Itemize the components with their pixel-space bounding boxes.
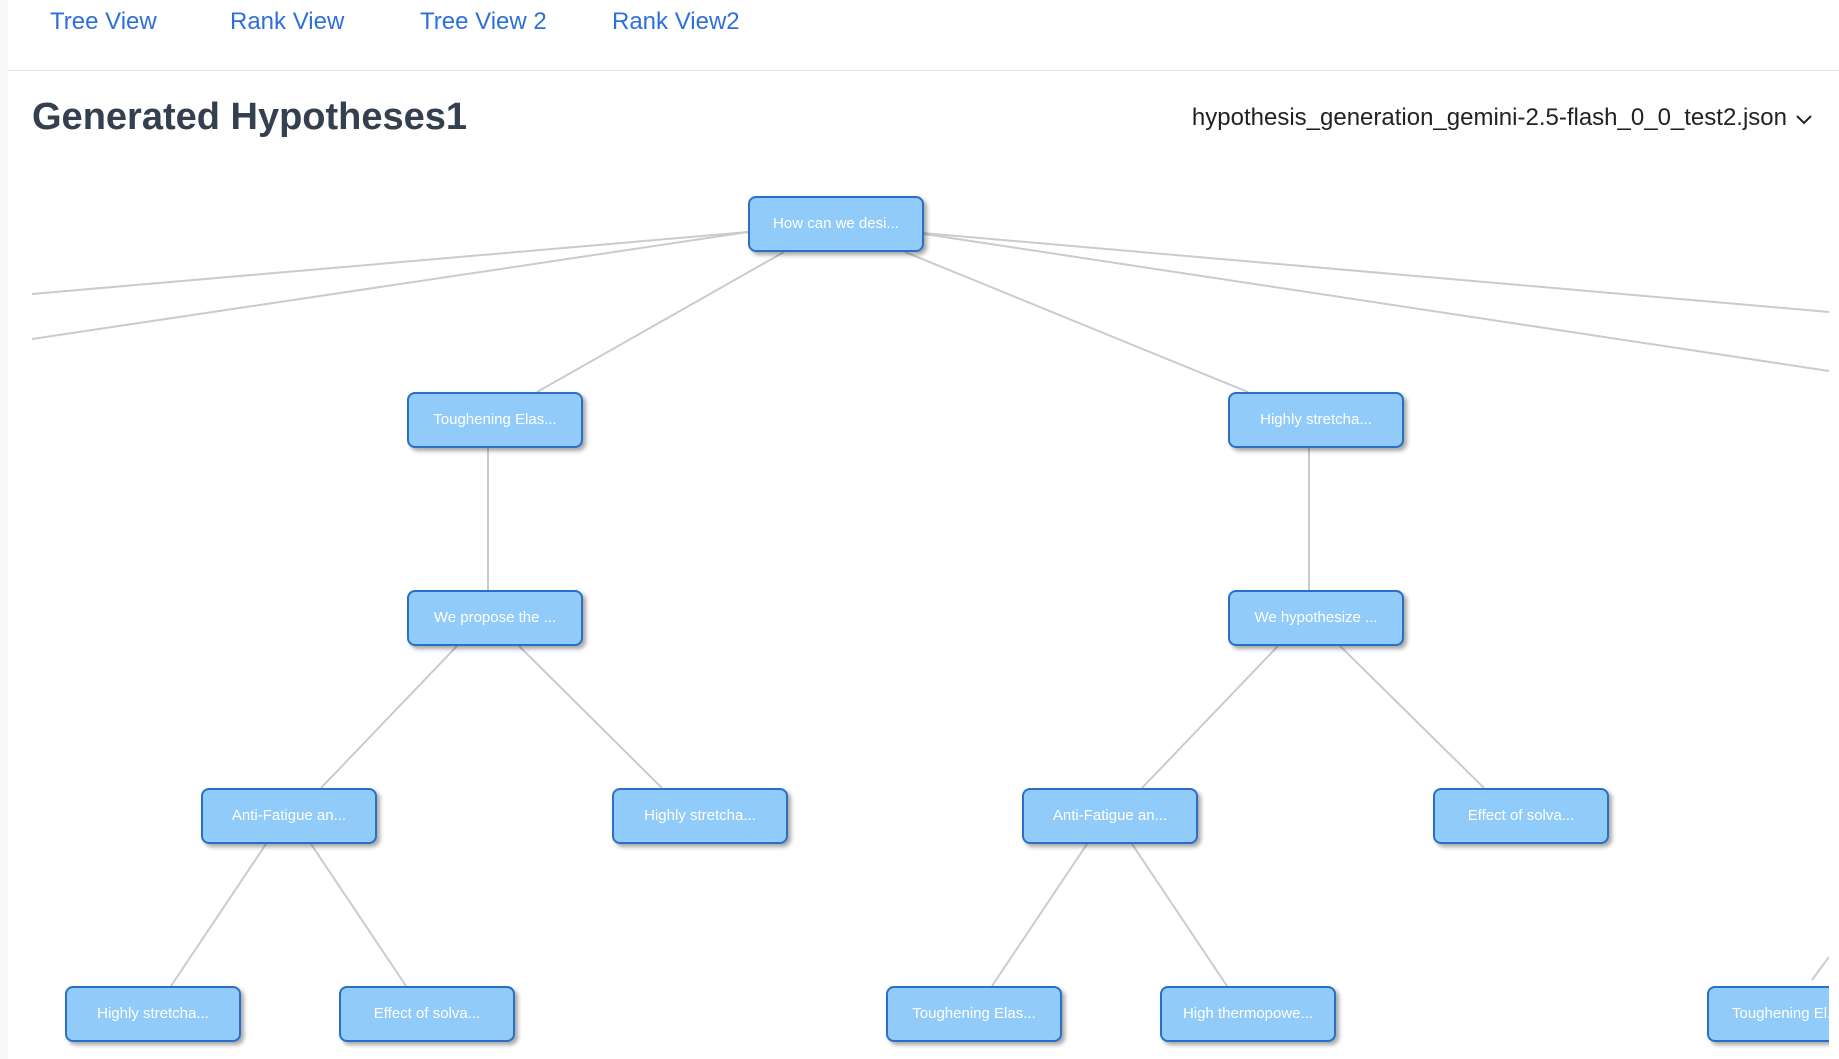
tree-node[interactable]: Anti-Fatigue an... <box>1022 788 1198 844</box>
nav-tree-view-2-link[interactable]: Tree View 2 <box>420 8 547 35</box>
tree-node[interactable]: We hypothesize ... <box>1228 590 1404 646</box>
tree-node[interactable]: Toughening El... <box>1707 986 1829 1042</box>
tree-node[interactable]: High thermopowe... <box>1160 986 1336 1042</box>
chevron-down-icon <box>1796 114 1812 125</box>
tree-node[interactable]: Anti-Fatigue an... <box>201 788 377 844</box>
tree-node[interactable]: Toughening Elas... <box>407 392 583 448</box>
tree-node[interactable]: Highly stretcha... <box>1228 392 1404 448</box>
tree-node[interactable]: Highly stretcha... <box>65 986 241 1042</box>
tree-node[interactable]: Toughening Elas... <box>886 986 1062 1042</box>
tree-node[interactable]: Highly stretcha... <box>612 788 788 844</box>
tree-node[interactable]: Effect of solva... <box>339 986 515 1042</box>
file-select-value: hypothesis_generation_gemini-2.5-flash_0… <box>1191 104 1787 131</box>
page: Tree View Rank View Tree View 2 Rank Vie… <box>8 0 1839 1059</box>
nav-rank-view-2-link[interactable]: Rank View2 <box>612 8 740 35</box>
nav-rank-view-link[interactable]: Rank View <box>230 8 345 35</box>
tree-edges <box>32 231 1829 987</box>
page-title: Generated Hypotheses1 <box>32 96 468 138</box>
top-navigation: Tree View Rank View Tree View 2 Rank Vie… <box>8 0 1839 71</box>
nav-tree-view-link[interactable]: Tree View <box>50 8 157 35</box>
tree-node-root[interactable]: How can we desi... <box>748 196 924 252</box>
hypothesis-tree[interactable]: How can we desi... Toughening Elas... Hi… <box>32 160 1829 1059</box>
tree-node[interactable]: We propose the ... <box>407 590 583 646</box>
tree-node[interactable]: Effect of solva... <box>1433 788 1609 844</box>
file-select-dropdown[interactable]: hypothesis_generation_gemini-2.5-flash_0… <box>1192 104 1815 132</box>
